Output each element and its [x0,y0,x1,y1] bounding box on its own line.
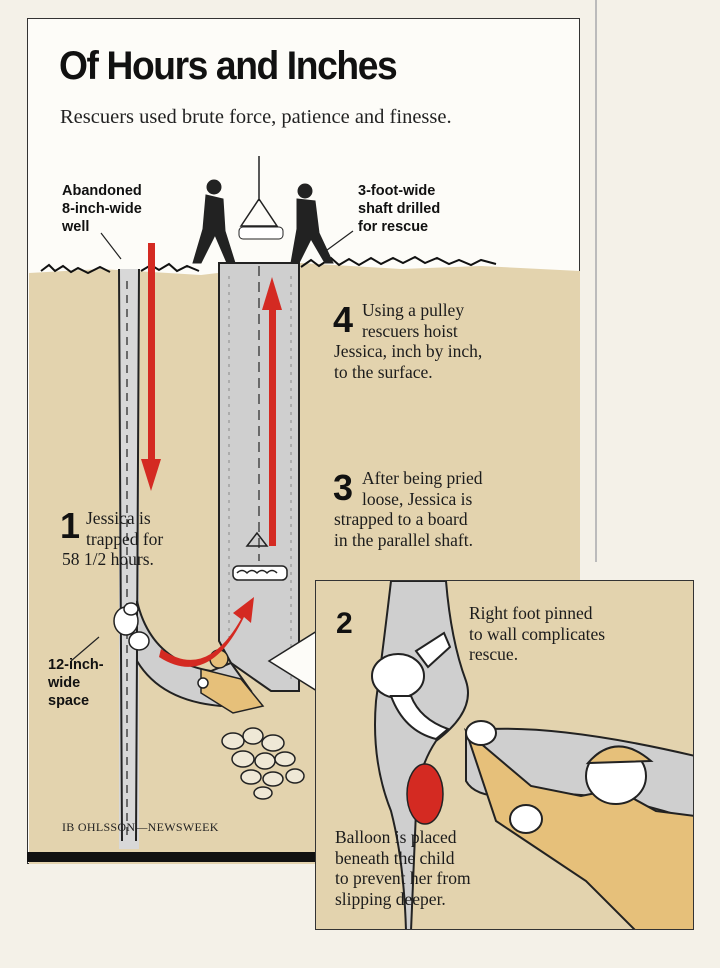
step-3-text: After being pried loose, Jessica is stra… [334,468,483,550]
rescuers-on-surface [192,156,334,264]
page-subtitle: Rescuers used brute force, patience and … [60,106,452,128]
rubble-pile [221,727,305,800]
abandoned-well [119,269,139,849]
step-3-number: 3 [333,467,354,508]
direction-arrows [141,243,282,667]
step-1-text: Jessica is trapped for 58 1/2 hours. [62,508,164,569]
jessica-figure-detail [371,631,452,741]
jessica-figure-well [113,602,150,651]
balloon [406,763,444,825]
rescuer-figure-detail [463,720,693,929]
detail-illustration [371,581,693,929]
diagram-panel [27,18,580,864]
balloon-note: Balloon is placed beneath the child to p… [335,827,471,909]
rescue-board [232,531,288,581]
detail-inset: 2 Right foot pinned to wall complicates … [315,580,694,930]
rescuer-figure-tunnel [197,649,265,714]
step-4-text: Using a pulley rescuers hoist Jessica, i… [334,300,483,382]
label-wide-space: 12-inch- wide space [48,657,104,709]
page-title: Of Hours and Inches [59,44,398,88]
step-2-text: Right foot pinned to wall complicates re… [469,603,606,664]
step-2-number: 2 [336,607,353,640]
label-abandoned-well: Abandoned 8-inch-wide well [62,183,142,235]
illustration-credit: IB OHLSSON—NEWSWEEK [62,820,219,834]
step-4-number: 4 [333,299,354,340]
step-1-number: 1 [60,505,81,546]
page-edge-line [595,0,597,562]
label-rescue-shaft: 3-foot-wide shaft drilled for rescue [358,183,441,235]
bottom-bar [27,852,322,862]
